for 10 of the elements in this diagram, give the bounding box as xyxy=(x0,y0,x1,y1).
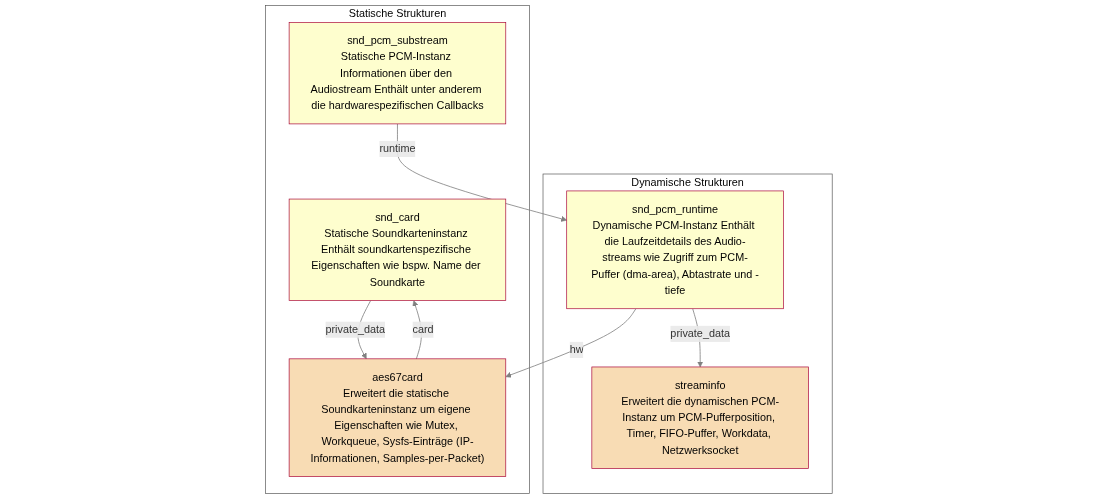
edge-label: hw xyxy=(569,343,584,356)
node-box: snd_pcm_substream Statische PCM-Instanz Informationen über den Audiostream Enthält unter anderem die hardwarespezifischen Callbacks xyxy=(288,22,507,125)
edge-label: runtime xyxy=(379,142,416,155)
node-box: streaminfo Erweitert die dynamischen PCM-Instanz um PCM-Pufferposition, Timer, FIFO-Puffer, Workdata, Netzwerksocket xyxy=(591,366,810,469)
node-box: snd_card Statische Soundkarteninstanz Enthält soundkartenspezifische Eigenschaften wie bspw. Name der Soundkarte xyxy=(288,198,507,301)
edge-label: private_data xyxy=(325,323,386,336)
edge-label: private_data xyxy=(670,327,731,340)
node-box: aes67card Erweitert die statische Soundkarteninstanz um eigene Eigenschaften wie Mutex, Workqueue, Sysfs-Einträge (IP-Informationen, Samples-per-Packet) xyxy=(288,358,507,477)
edge-label: card xyxy=(412,323,434,336)
node-box: snd_pcm_runtime Dynamische PCM-Instanz Enthält die Laufzeitdetails des Audio-streams wie Zugriff zum PCM-Puffer (dma-area), Abtastrate und -tiefe xyxy=(566,190,784,310)
